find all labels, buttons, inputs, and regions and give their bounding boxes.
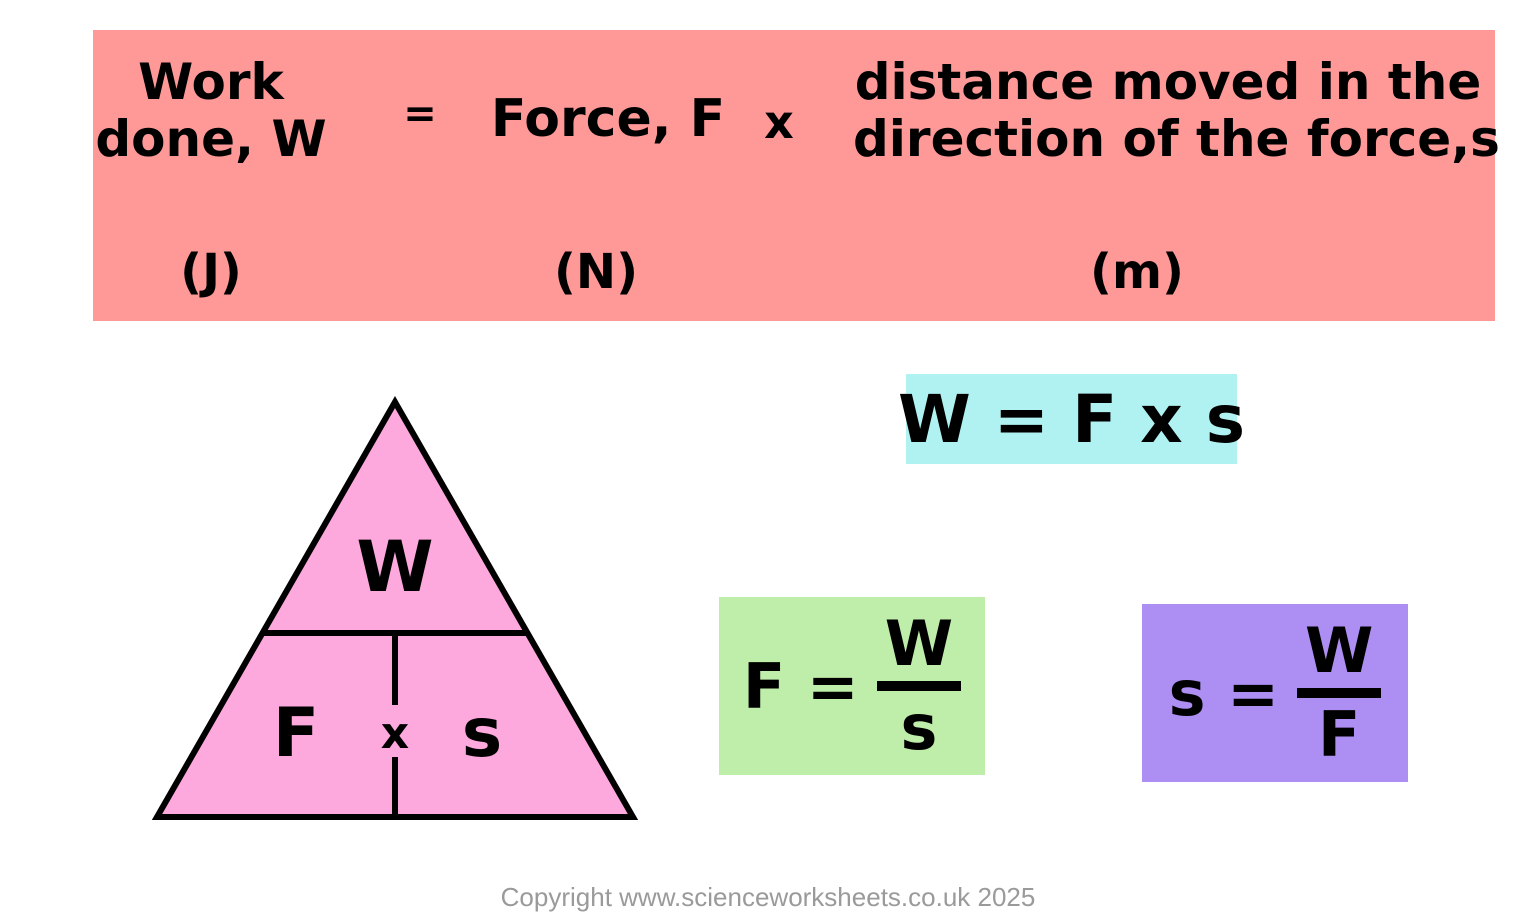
distance-fraction-bar (1297, 688, 1382, 698)
distance-fraction-denominator: F (1318, 698, 1361, 771)
main-equation-box: W = F x s (898, 374, 1245, 464)
times-sign: x (764, 95, 794, 149)
distance-line-1: distance moved in the (854, 53, 1482, 111)
triangle-times-label: x (380, 708, 410, 759)
force-fraction-numerator: W (884, 607, 954, 680)
formula-triangle: W F x s (0, 0, 700, 860)
triangle-force-label: F (272, 694, 320, 773)
force-fraction: W s (876, 607, 962, 764)
work-done-term: Work done, W (93, 54, 329, 168)
distance-fraction: W F (1297, 614, 1382, 771)
copyright-footer: Copyright www.scienceworksheets.co.uk 20… (500, 882, 1036, 912)
triangle-distance-label: s (461, 694, 503, 773)
unit-joules: (J) (180, 244, 242, 300)
distance-equation-lhs: s = (1168, 656, 1280, 730)
work-done-line-1: Work (138, 53, 284, 111)
main-equation: W = F x s (898, 380, 1245, 458)
distance-line-2: direction of the force,s (853, 110, 1500, 168)
equals-sign: = (403, 91, 437, 137)
force-equation-box: F = W s (719, 597, 985, 775)
word-equation-banner: Work done, W = Force, F x distance moved… (93, 30, 1500, 321)
distance-term: distance moved in the direction of the f… (853, 53, 1500, 168)
force-term: Force, F (490, 89, 726, 149)
unit-metres: (m) (1090, 244, 1184, 300)
force-equation: F = W s (719, 597, 985, 775)
triangle-work-label: W (356, 526, 434, 608)
force-fraction-denominator: s (900, 691, 938, 764)
distance-equation-box: s = W F (1142, 604, 1408, 782)
distance-equation: s = W F (1142, 604, 1408, 782)
distance-fraction-numerator: W (1305, 614, 1374, 687)
force-fraction-bar (876, 681, 962, 691)
force-equation-lhs: F = (742, 649, 859, 723)
work-done-line-2: done, W (95, 110, 327, 168)
formula-triangle-shape (151, 395, 639, 820)
unit-newtons: (N) (553, 244, 639, 300)
